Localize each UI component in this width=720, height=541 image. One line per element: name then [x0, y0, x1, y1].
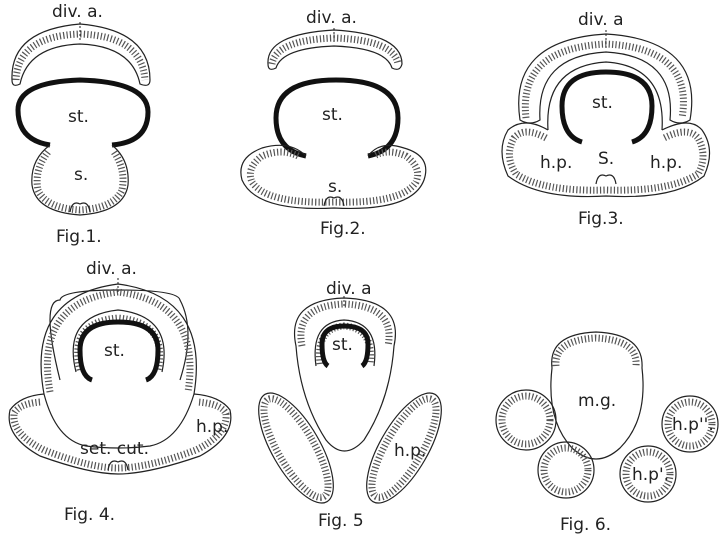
fig5-body — [295, 298, 396, 451]
fig2-dorsal-arch-texture — [272, 38, 398, 64]
fig3-bud — [596, 175, 616, 184]
fig3-caption: Fig.3. — [578, 209, 624, 229]
fig4-outer-body — [50, 290, 188, 380]
fig5-label-div-a: div. a — [326, 279, 371, 299]
fig5-label-hp: h.p. — [394, 441, 426, 461]
figure-3: div. a st. S. h.p. h.p. Fig.3. — [502, 10, 710, 229]
fig4-caption: Fig. 4. — [64, 505, 115, 525]
fig4-label-div-a: div. a. — [86, 259, 137, 279]
figure-5: div. a st. h.p. Fig. 5 — [244, 279, 456, 531]
fig2-caption: Fig.2. — [320, 219, 366, 239]
fig4-label-st: st. — [104, 341, 125, 361]
fig4-outer-arch — [41, 284, 196, 394]
fig6-ring-center-inner — [544, 448, 588, 492]
fig4-label-hp: h.p. — [196, 417, 228, 437]
fig6-label-hp2: h.p''. — [672, 415, 714, 435]
fig1-label-div-a: div. a. — [52, 2, 103, 22]
fig5-hp-left — [244, 382, 348, 513]
fig2-bud — [324, 197, 344, 206]
fig5-caption: Fig. 5 — [318, 511, 364, 531]
fig5-label-st: st. — [332, 335, 353, 355]
fig1-caption: Fig.1. — [56, 227, 102, 247]
figure-6: m.g. h.p'. h.p''. Fig. 6. — [496, 332, 718, 535]
fig6-ring-left-inner — [502, 396, 550, 444]
fig6-midgut-texture — [556, 338, 636, 366]
fig6-caption: Fig. 6. — [560, 515, 611, 535]
fig3-label-s: S. — [598, 149, 614, 169]
fig4-label-set-cut: set. cut. — [80, 439, 149, 459]
fig2-label-s: s. — [328, 177, 342, 197]
fig1-label-s: s. — [74, 165, 88, 185]
fig2-label-div-a: div. a. — [306, 8, 357, 28]
fig3-label-div-a: div. a — [578, 10, 623, 30]
figure-2: div. a. st. s. Fig.2. — [241, 8, 426, 239]
fig2-dorsal-arch — [268, 30, 402, 69]
fig3-label-hp-left: h.p. — [540, 153, 572, 173]
fig3-label-st: st. — [592, 93, 613, 113]
figure-1: div. a. st. s. Fig.1. — [12, 2, 150, 247]
fig1-label-st: st. — [68, 107, 89, 127]
fig6-label-hp1: h.p'. — [632, 465, 669, 485]
fig6-label-mg: m.g. — [578, 391, 616, 411]
fig2-label-st: st. — [322, 105, 343, 125]
figure-4: div. a. st. h.p. set. cut. Fig. 4. — [9, 259, 231, 525]
fig3-label-hp-right: h.p. — [650, 153, 682, 173]
